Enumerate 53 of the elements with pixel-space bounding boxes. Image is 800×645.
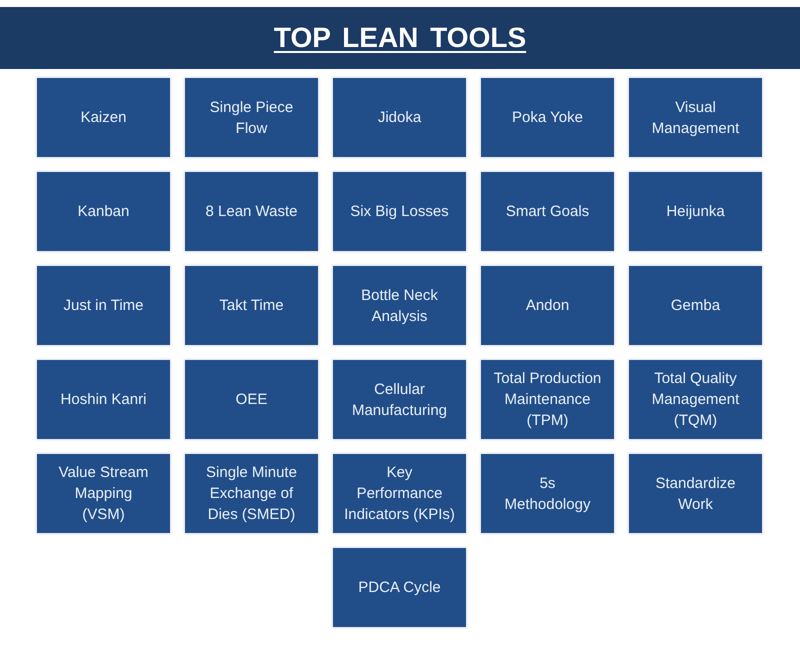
tool-card — [333, 266, 466, 345]
tool-label: Single Minute Exchange of Dies (SMED) — [205, 463, 298, 525]
tool-card — [37, 78, 170, 157]
tool-label: Jidoka — [378, 108, 422, 128]
tool-card — [481, 78, 614, 157]
tool-label: Six Big Losses — [350, 202, 449, 222]
tool-card — [37, 266, 170, 345]
tool-label: 5s Methodology — [504, 474, 592, 514]
tool-label: Standardize Work — [654, 474, 737, 514]
tool-card — [185, 266, 318, 345]
tool-label: Just in Time — [63, 296, 144, 316]
tool-label: Visual Management — [650, 98, 740, 138]
tool-card — [333, 454, 466, 533]
tool-card — [333, 360, 466, 439]
tool-card — [37, 172, 170, 251]
tool-label: Total Production Maintenance (TPM) — [492, 369, 602, 431]
tool-card — [481, 172, 614, 251]
tool-card — [629, 454, 762, 533]
tool-card — [37, 454, 170, 533]
tool-label: Smart Goals — [506, 202, 590, 222]
tool-card — [629, 172, 762, 251]
tool-label: Kaizen — [80, 108, 126, 128]
tool-label: Total Quality Management (TQM) — [650, 369, 740, 431]
tool-label: Heijunka — [666, 202, 725, 222]
tool-card — [185, 454, 318, 533]
tool-label: Bottle Neck Analysis — [360, 286, 439, 326]
tool-label: Poka Yoke — [512, 108, 583, 128]
tool-label: Kanban — [78, 202, 130, 222]
tool-card — [185, 78, 318, 157]
tool-card — [185, 172, 318, 251]
tool-label: Key Performance Indicators (KPIs) — [343, 463, 456, 525]
tool-card — [333, 78, 466, 157]
tool-card — [629, 266, 762, 345]
tool-card — [629, 360, 762, 439]
tool-label: Andon — [526, 296, 570, 316]
tool-card — [333, 548, 466, 627]
tool-card — [481, 454, 614, 533]
tool-card — [185, 360, 318, 439]
tool-label: Gemba — [670, 296, 720, 316]
tool-label: 8 Lean Waste — [206, 202, 298, 222]
tool-label: Single Piece Flow — [208, 98, 294, 138]
tool-card — [629, 78, 762, 157]
tool-label: OEE — [236, 390, 268, 410]
page-title: TOP LEAN TOOLS — [274, 21, 526, 55]
tool-label: Cellular Manufacturing — [350, 380, 448, 420]
tool-card — [37, 360, 170, 439]
tool-label: Value Stream Mapping (VSM) — [58, 463, 150, 525]
tool-card — [481, 360, 614, 439]
tool-label: Takt Time — [219, 296, 284, 316]
tool-card — [481, 266, 614, 345]
tool-label: PDCA Cycle — [358, 578, 441, 598]
tool-label: Hoshin Kanri — [60, 390, 146, 410]
tool-card — [333, 172, 466, 251]
